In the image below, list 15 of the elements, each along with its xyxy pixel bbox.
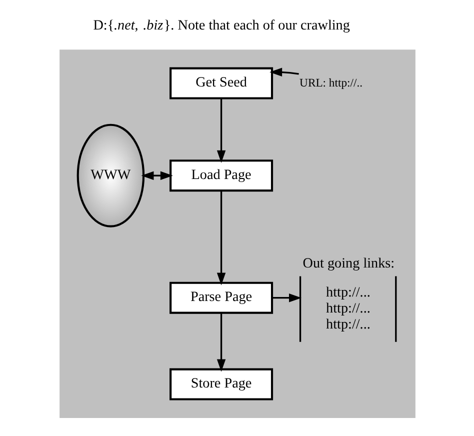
node-box: Parse Page xyxy=(169,282,273,314)
arrow xyxy=(216,313,226,372)
arrow xyxy=(216,190,226,286)
label: D:{.net, .biz}. Note that each of our crawling xyxy=(92,17,350,34)
node-box: Load Page xyxy=(169,160,273,192)
node-ellipse: WWW xyxy=(76,124,144,228)
node-text: URL: http://.. xyxy=(299,76,362,90)
node-box: Store Page xyxy=(169,368,273,400)
node-text: Out going links: http://... http://... http://... xyxy=(302,256,394,332)
arrow xyxy=(140,171,172,180)
arrow xyxy=(269,68,298,77)
arrow xyxy=(216,98,226,163)
arrow xyxy=(272,293,302,302)
cluster xyxy=(59,50,415,418)
node-box: Get Seed xyxy=(169,67,273,100)
